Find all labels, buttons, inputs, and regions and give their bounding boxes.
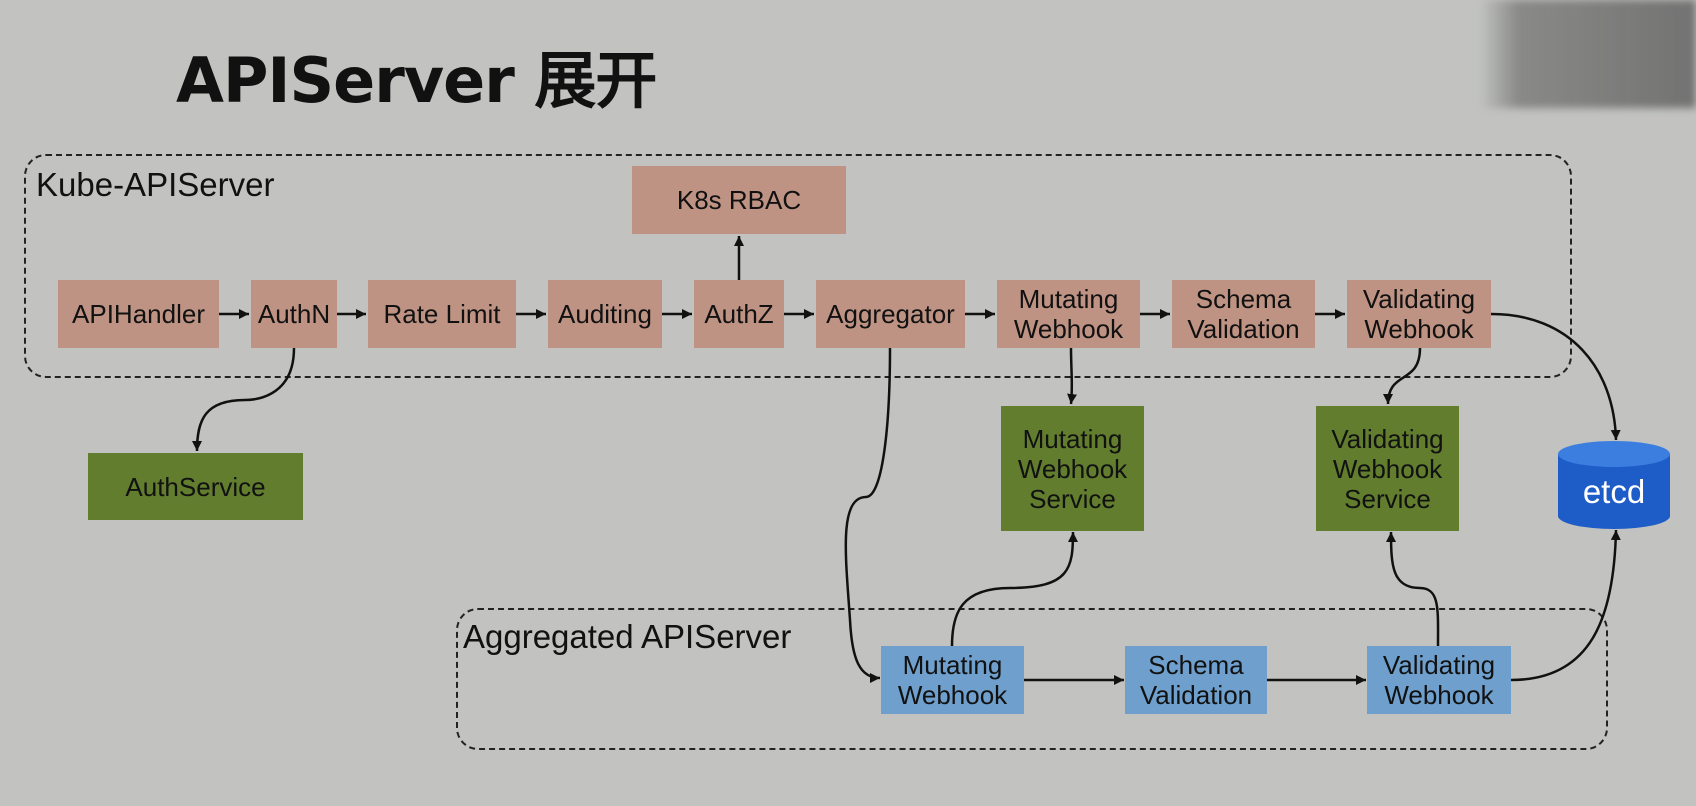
aggregated-schema-validation-step: Schema Validation (1125, 646, 1267, 714)
agg-mutating-line1: Mutating (902, 650, 1003, 680)
corner-shadow (1480, 0, 1696, 108)
validating-service-line3: Service (1344, 483, 1431, 514)
apihandler-step: APIHandler (58, 280, 219, 348)
kube-apiserver-label: Kube-APIServer (36, 166, 275, 203)
schema-validation-line1: Schema (1195, 284, 1292, 314)
agg-validating-line1: Validating (1382, 650, 1496, 680)
agg-schema-line2: Validation (1139, 680, 1253, 710)
validating-webhook-step: Validating Webhook (1347, 280, 1491, 348)
authn-label: AuthN (257, 299, 331, 329)
arrow-agg-validating-service (1386, 531, 1440, 647)
aggregated-apiserver-region (456, 608, 1608, 750)
validating-webhook-service-box: Validating Webhook Service (1316, 406, 1459, 531)
authservice-label: AuthService (125, 471, 266, 502)
validating-webhook-line2: Webhook (1364, 314, 1474, 344)
aggregator-label: Aggregator (826, 299, 955, 329)
arrow-aggregator-aggregated-mutating (844, 347, 892, 683)
mutating-service-line2: Webhook (1017, 453, 1128, 484)
authz-label: AuthZ (704, 299, 774, 329)
mutating-service-line1: Mutating (1022, 423, 1123, 454)
rate-limit-step: Rate Limit (368, 280, 516, 348)
apihandler-label: APIHandler (72, 299, 205, 329)
etcd-label: etcd (1582, 473, 1646, 510)
page-title: APIServer 展开 (176, 44, 657, 117)
mutating-service-line3: Service (1029, 483, 1116, 514)
arrow-mutating-service (1067, 347, 1078, 405)
arrow-validating-etcd (1490, 312, 1621, 441)
arrow-validating-service (1383, 347, 1422, 405)
schema-validation-line2: Validation (1187, 314, 1300, 344)
auditing-step: Auditing (548, 280, 662, 348)
authservice-box: AuthService (88, 453, 303, 520)
validating-service-line2: Webhook (1332, 453, 1443, 484)
aggregated-validating-webhook-step: Validating Webhook (1367, 646, 1511, 714)
mutating-webhook-service-box: Mutating Webhook Service (1001, 406, 1144, 531)
agg-mutating-line2: Webhook (897, 680, 1008, 710)
mutating-webhook-line1: Mutating (1018, 284, 1119, 314)
k8s-rbac-label: K8s RBAC (676, 185, 802, 215)
agg-validating-line2: Webhook (1384, 680, 1494, 710)
arrow-authn-authservice (192, 347, 296, 452)
agg-schema-line1: Schema (1148, 650, 1244, 680)
etcd-cylinder-icon (1558, 441, 1670, 529)
k8s-rbac-box: K8s RBAC (632, 166, 846, 234)
mutating-webhook-step: Mutating Webhook (997, 280, 1140, 348)
aggregated-mutating-webhook-step: Mutating Webhook (881, 646, 1024, 714)
aggregator-step: Aggregator (816, 280, 965, 348)
validating-service-line1: Validating (1331, 423, 1444, 454)
arrow-agg-validating-etcd (1510, 529, 1621, 682)
validating-webhook-line1: Validating (1362, 284, 1476, 314)
authn-step: AuthN (251, 280, 337, 348)
mutating-webhook-line2: Webhook (1013, 314, 1124, 344)
kube-apiserver-region (24, 154, 1572, 378)
rate-limit-label: Rate Limit (383, 299, 501, 329)
aggregated-apiserver-label: Aggregated APIServer (463, 618, 792, 655)
arrow-agg-mutating-service (950, 531, 1078, 647)
schema-validation-step: Schema Validation (1172, 280, 1315, 348)
authz-step: AuthZ (694, 280, 784, 348)
auditing-label: Auditing (558, 299, 652, 329)
